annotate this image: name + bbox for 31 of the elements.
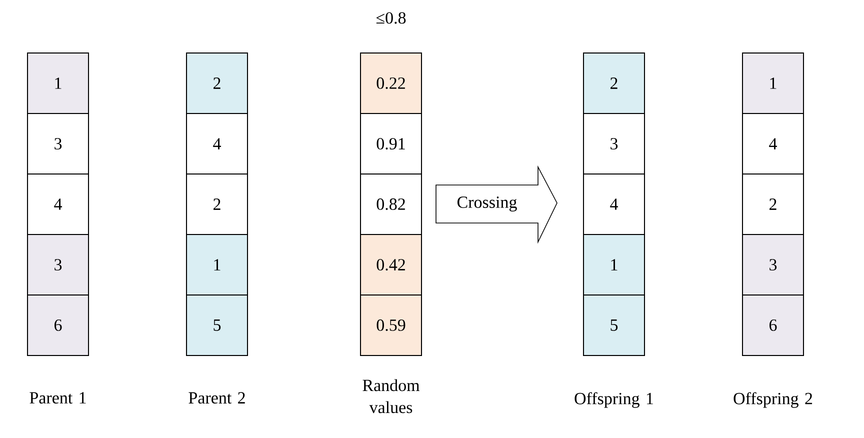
array-cell: 0.82 xyxy=(360,173,422,235)
array-cell: 2 xyxy=(186,52,248,114)
array-cell: 5 xyxy=(583,294,645,356)
array-cell: 4 xyxy=(27,173,90,235)
array-cell: 6 xyxy=(742,294,804,356)
array-cell: 4 xyxy=(742,113,804,175)
array-cell: 3 xyxy=(27,234,90,296)
array-cell: 1 xyxy=(186,234,248,296)
array-cell: 0.22 xyxy=(360,52,422,114)
array-cell: 0.59 xyxy=(360,294,422,356)
threshold-label: ≤0.8 xyxy=(376,12,406,24)
array-cell: 1 xyxy=(583,234,645,296)
column-caption: Parent 1 xyxy=(30,392,86,404)
array-cell: 2 xyxy=(742,173,804,235)
array-cell: 3 xyxy=(742,234,804,296)
array-cell: 5 xyxy=(186,294,248,356)
column-caption: Offspring 2 xyxy=(734,392,812,408)
array-cell: 1 xyxy=(27,52,90,114)
array-cell: 0.42 xyxy=(360,234,422,296)
column-caption: Parent 2 xyxy=(188,392,245,404)
array-cell: 0.91 xyxy=(360,113,422,175)
array-cell: 1 xyxy=(742,52,804,114)
array-cell: 2 xyxy=(583,52,645,114)
array-cell: 6 xyxy=(27,294,90,356)
array-cell: 3 xyxy=(27,113,90,175)
array-cell: 3 xyxy=(583,113,645,175)
column-caption: Offspring 1 xyxy=(574,392,653,408)
column-caption: Random values xyxy=(362,379,420,414)
array-cell: 4 xyxy=(186,113,248,175)
array-cell: 4 xyxy=(583,173,645,235)
array-cell: 2 xyxy=(186,173,248,235)
